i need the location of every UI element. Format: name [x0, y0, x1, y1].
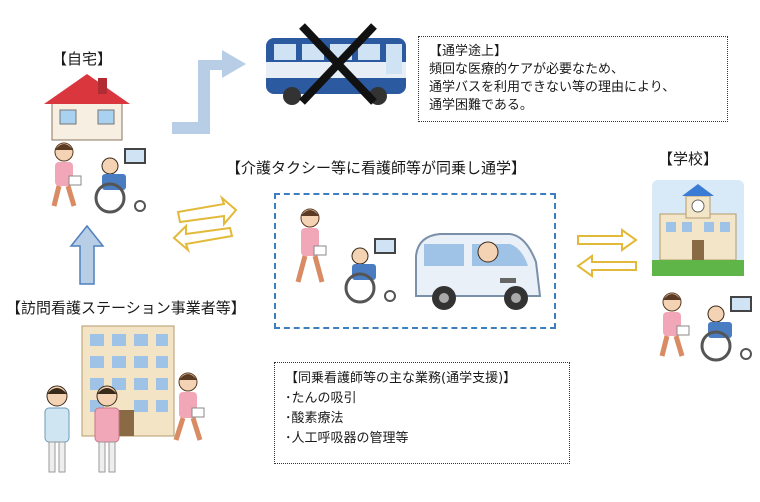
taxi-title: 【介護タクシー等に看護師等が同乗し通学】 — [226, 159, 527, 177]
duties-item: ･たんの吸引 — [285, 391, 357, 406]
duties-item: ･人工呼吸器の管理等 — [285, 431, 409, 446]
duties-item: ･酸素療法 — [285, 411, 344, 426]
school-label: 【学校】 — [658, 150, 719, 168]
bent-arrow-icon — [172, 50, 246, 134]
wheelchair-child-icon — [700, 296, 752, 362]
home-label: 【自宅】 — [52, 50, 113, 68]
commute-note: 【通学途上】 頻回な医療的ケアが必要なため、 通学バスを利用できない等の理由によ… — [418, 36, 728, 122]
wheelchair-child-icon — [344, 238, 396, 304]
van-icon — [415, 233, 542, 310]
nurse-icon — [94, 385, 120, 473]
commute-note-title: 【通学途上】 — [429, 44, 508, 59]
nurse-icon — [51, 142, 82, 207]
nurse-icon — [295, 208, 327, 283]
school-building-icon — [652, 180, 744, 276]
nurse-icon — [44, 385, 70, 473]
cross-icon — [299, 23, 377, 105]
nurse-icon — [659, 292, 690, 357]
double-arrow-right-icon — [576, 228, 638, 278]
house-icon — [44, 74, 130, 141]
duties-note: 【同乗看護師等の主な業務(通学支援)】 ･たんの吸引 ･酸素療法 ･人工呼吸器の… — [274, 362, 570, 464]
wheelchair-child-icon — [94, 148, 146, 214]
double-arrow-left-icon — [172, 194, 238, 254]
up-arrow-icon — [69, 224, 105, 285]
taxi-frame — [274, 193, 556, 329]
duties-note-title: 【同乗看護師等の主な業務(通学支援)】 — [285, 371, 517, 386]
commute-note-line: 通学困難である。 — [429, 98, 533, 113]
commute-note-line: 通学バスを利用できない等の理由により、 — [429, 80, 676, 95]
commute-note-line: 頻回な医療的ケアが必要なため、 — [429, 62, 625, 77]
station-label: 【訪問看護ステーション事業者等】 — [6, 299, 246, 317]
nurse-icon — [173, 372, 205, 441]
